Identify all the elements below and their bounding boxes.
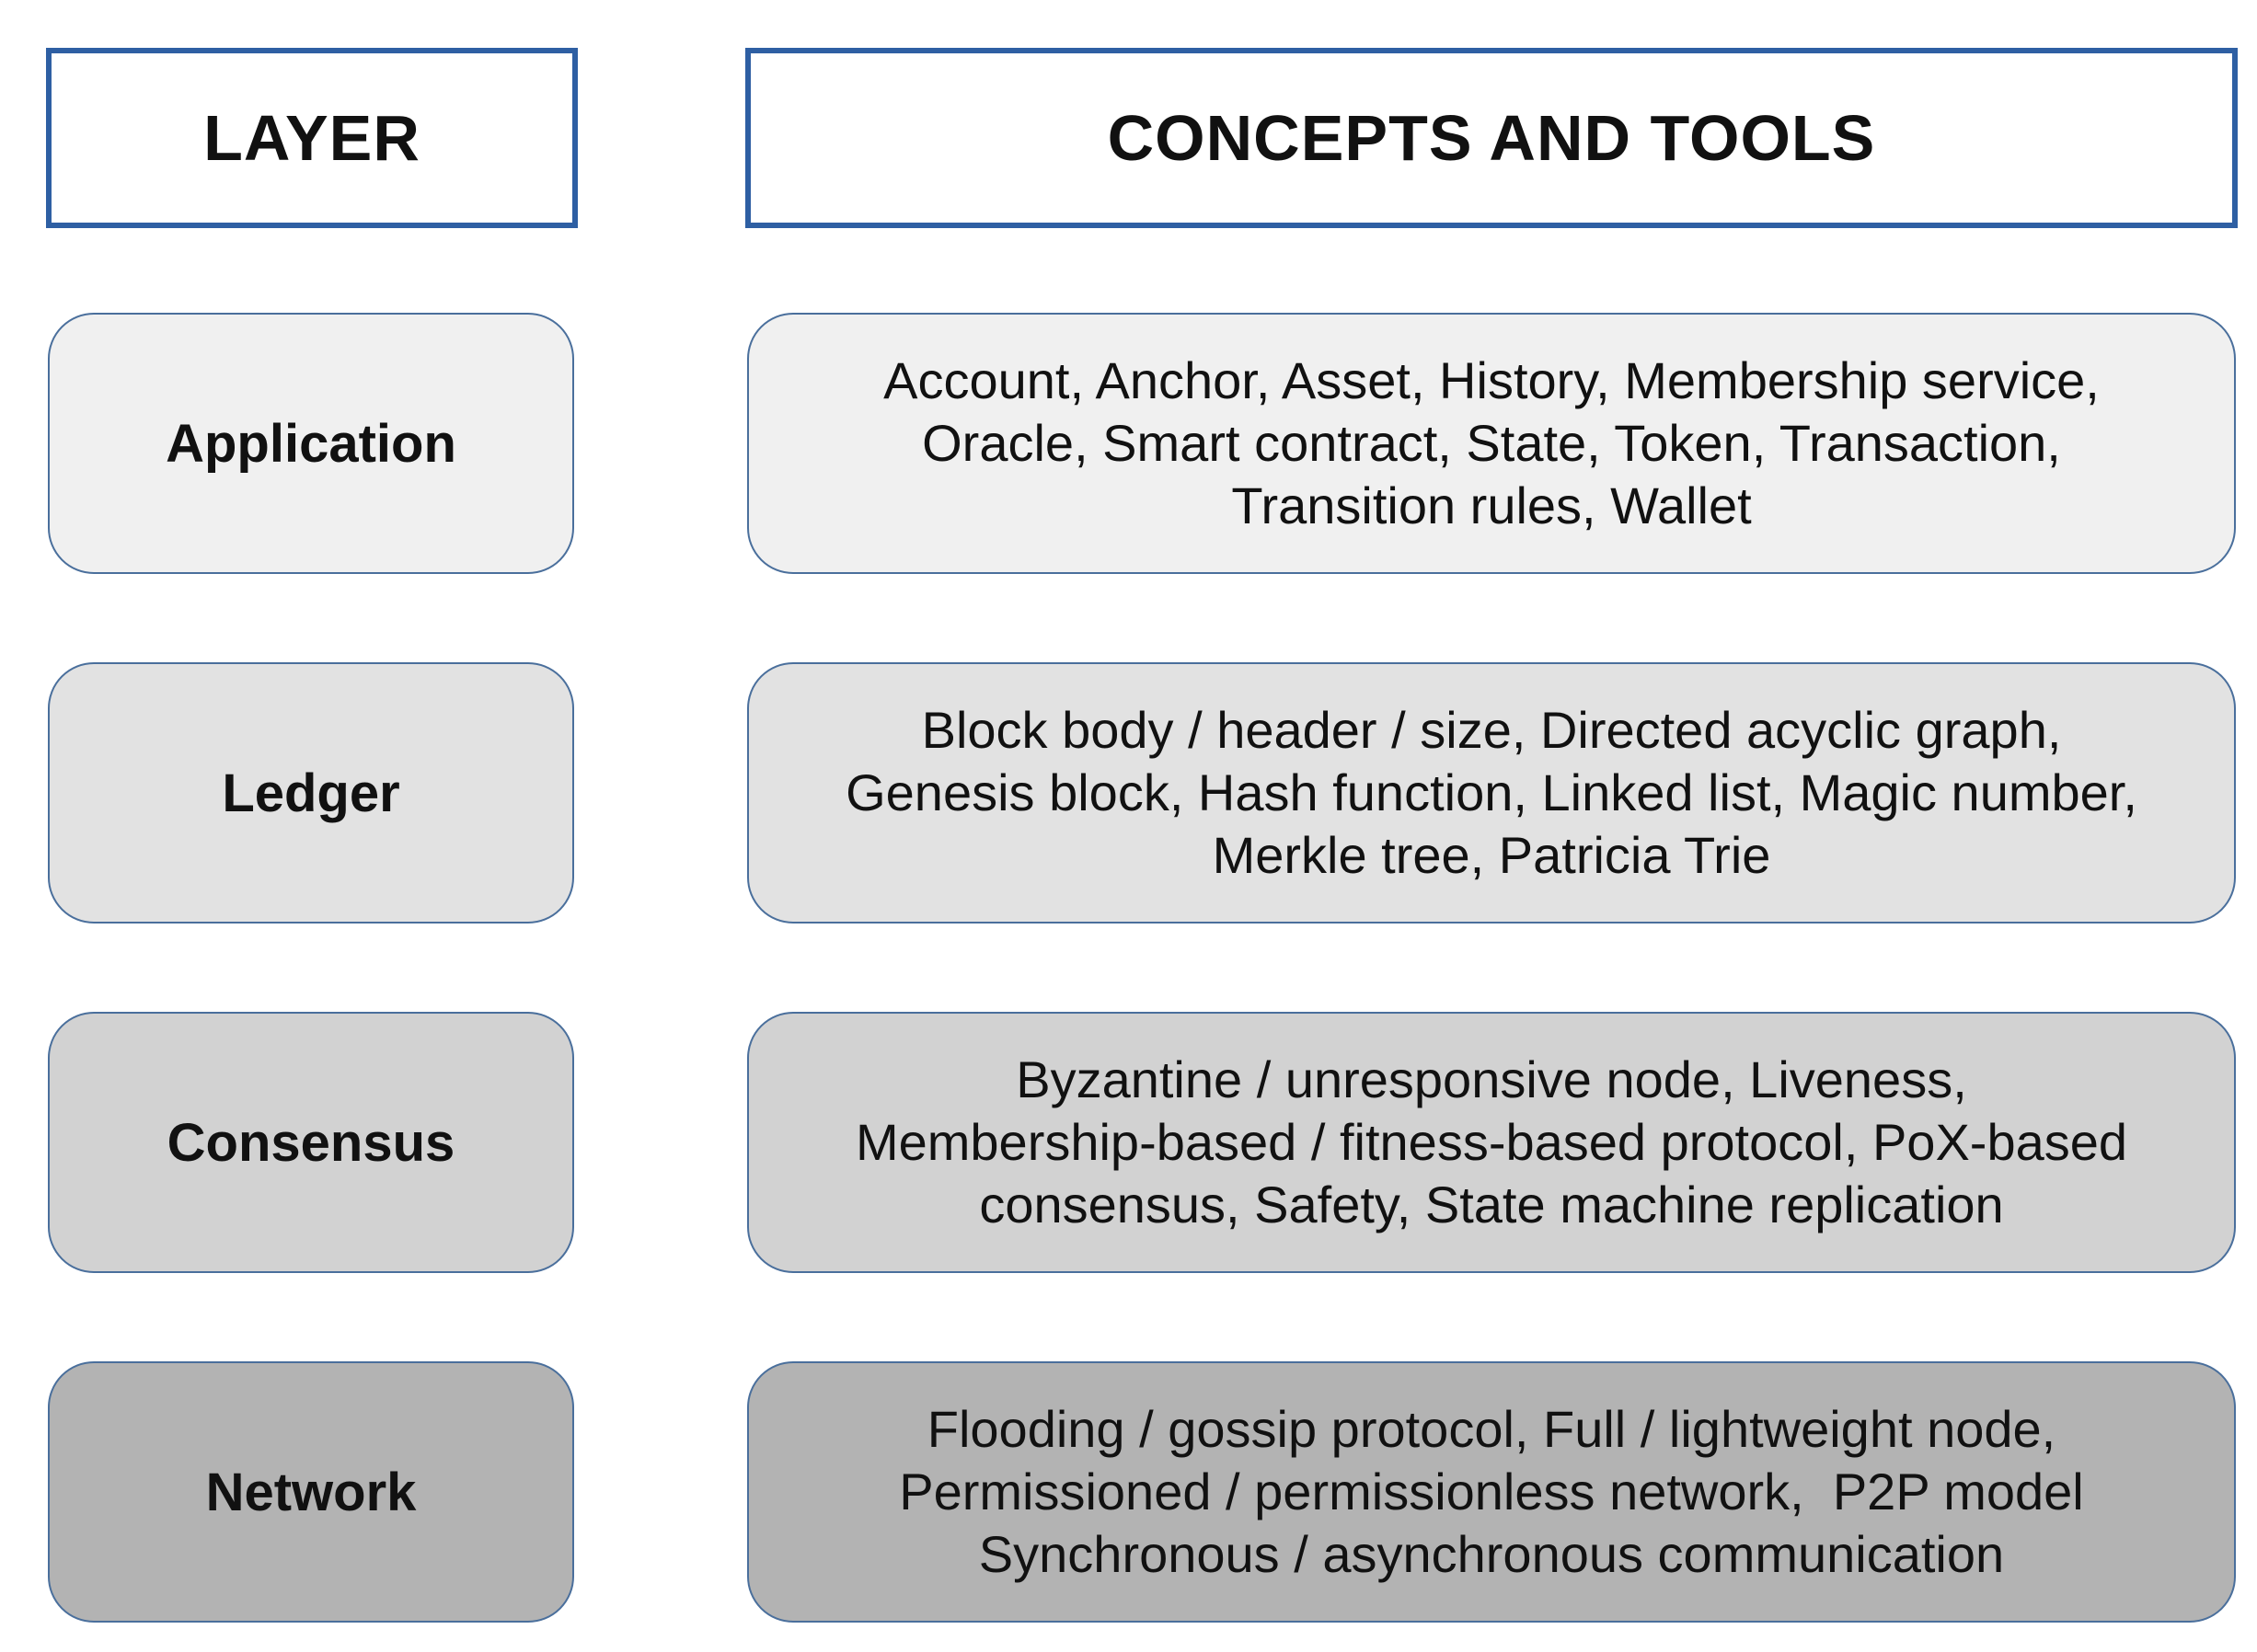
concepts-box-ledger: Block body / header / size, Directed acy… (747, 662, 2236, 924)
concepts-text: Flooding / gossip protocol, Full / light… (899, 1398, 2084, 1586)
concept-line: consensus, Safety, State machine replica… (979, 1176, 2004, 1233)
concepts-box-network: Flooding / gossip protocol, Full / light… (747, 1361, 2236, 1623)
concept-line: Membership-based / fitness-based protoco… (855, 1113, 2128, 1171)
concepts-header: CONCEPTS AND TOOLS (745, 48, 2238, 228)
concepts-header-label: CONCEPTS AND TOOLS (1107, 102, 1876, 174)
concept-line: Block body / header / size, Directed acy… (921, 701, 2062, 759)
layer-box-application: Application (48, 313, 574, 574)
layer-label: Application (166, 413, 456, 474)
concept-line: Oracle, Smart contract, State, Token, Tr… (922, 414, 2061, 472)
layer-header-label: LAYER (203, 102, 420, 174)
layer-box-network: Network (48, 1361, 574, 1623)
layer-label: Consensus (167, 1112, 455, 1173)
layer-label: Network (205, 1462, 417, 1522)
concept-line: Flooding / gossip protocol, Full / light… (927, 1400, 2056, 1458)
concept-line: Permissioned / permissionless network, P… (899, 1463, 2084, 1520)
concepts-text: Account, Anchor, Asset, History, Members… (883, 350, 2100, 537)
concept-line: Synchronous / asynchronous communication (978, 1525, 2005, 1583)
concept-line: Merkle tree, Patricia Trie (1212, 826, 1771, 884)
layer-box-ledger: Ledger (48, 662, 574, 924)
concepts-box-consensus: Byzantine / unresponsive node, Liveness,… (747, 1012, 2236, 1273)
concepts-text: Block body / header / size, Directed acy… (846, 699, 2137, 887)
concept-line: Account, Anchor, Asset, History, Members… (883, 351, 2100, 409)
layer-label: Ledger (222, 763, 400, 823)
concept-line: Byzantine / unresponsive node, Liveness, (1016, 1050, 1967, 1108)
concepts-box-application: Account, Anchor, Asset, History, Members… (747, 313, 2236, 574)
concepts-text: Byzantine / unresponsive node, Liveness,… (856, 1049, 2127, 1236)
layer-box-consensus: Consensus (48, 1012, 574, 1273)
concept-line: Transition rules, Wallet (1231, 476, 1752, 534)
layer-header: LAYER (46, 48, 578, 228)
concept-line: Genesis block, Hash function, Linked lis… (846, 763, 2137, 821)
